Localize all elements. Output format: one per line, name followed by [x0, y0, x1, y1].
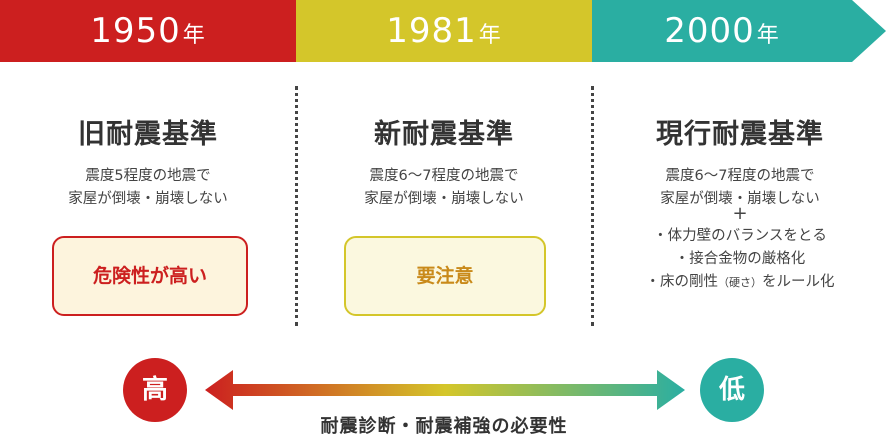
year-label-2000: 2000年	[664, 11, 780, 51]
requirement-item: ・体力壁のバランスをとる	[653, 228, 827, 244]
requirement-item: ・床の剛性（硬さ）をルール化	[645, 274, 835, 290]
current-standard-column: 現行耐震基準 震度6〜7程度の地震で 家屋が倒壊・崩壊しない	[592, 112, 888, 211]
requirement-item: ・接合金物の厳格化	[674, 251, 806, 267]
standard-description: 震度6〜7程度の地震で 家屋が倒壊・崩壊しない	[660, 168, 820, 207]
high-need-circle: 高	[123, 358, 187, 422]
old-standard-column: 旧耐震基準 震度5程度の地震で 家屋が倒壊・崩壊しない	[0, 112, 296, 211]
timeline-band-2000	[592, 0, 852, 62]
standard-title: 新耐震基準	[374, 119, 514, 150]
year-label-1981: 1981年	[386, 11, 502, 51]
risk-badge-high: 危険性が高い	[52, 236, 248, 316]
timeline-arrow-tip	[852, 0, 886, 62]
plus-icon: +	[732, 203, 748, 224]
current-standard-requirements: + ・体力壁のバランスをとる ・接合金物の厳格化 ・床の剛性（硬さ）をルール化	[592, 203, 888, 294]
timeline-band-1981	[296, 0, 592, 62]
timeline-band-1950	[0, 0, 296, 62]
year-label-1950: 1950年	[90, 11, 206, 51]
new-standard-column: 新耐震基準 震度6〜7程度の地震で 家屋が倒壊・崩壊しない	[296, 112, 592, 211]
column-divider	[591, 86, 594, 326]
standard-title: 現行耐震基準	[656, 119, 824, 150]
scale-caption: 耐震診断・耐震補強の必要性	[320, 416, 568, 437]
standard-description: 震度5程度の地震で 家屋が倒壊・崩壊しない	[68, 168, 228, 207]
risk-badge-caution: 要注意	[344, 236, 546, 316]
double-arrow-icon	[205, 370, 685, 410]
standard-description: 震度6〜7程度の地震で 家屋が倒壊・崩壊しない	[364, 168, 524, 207]
column-divider	[295, 86, 298, 326]
standard-title: 旧耐震基準	[78, 119, 218, 150]
low-need-circle: 低	[700, 358, 764, 422]
